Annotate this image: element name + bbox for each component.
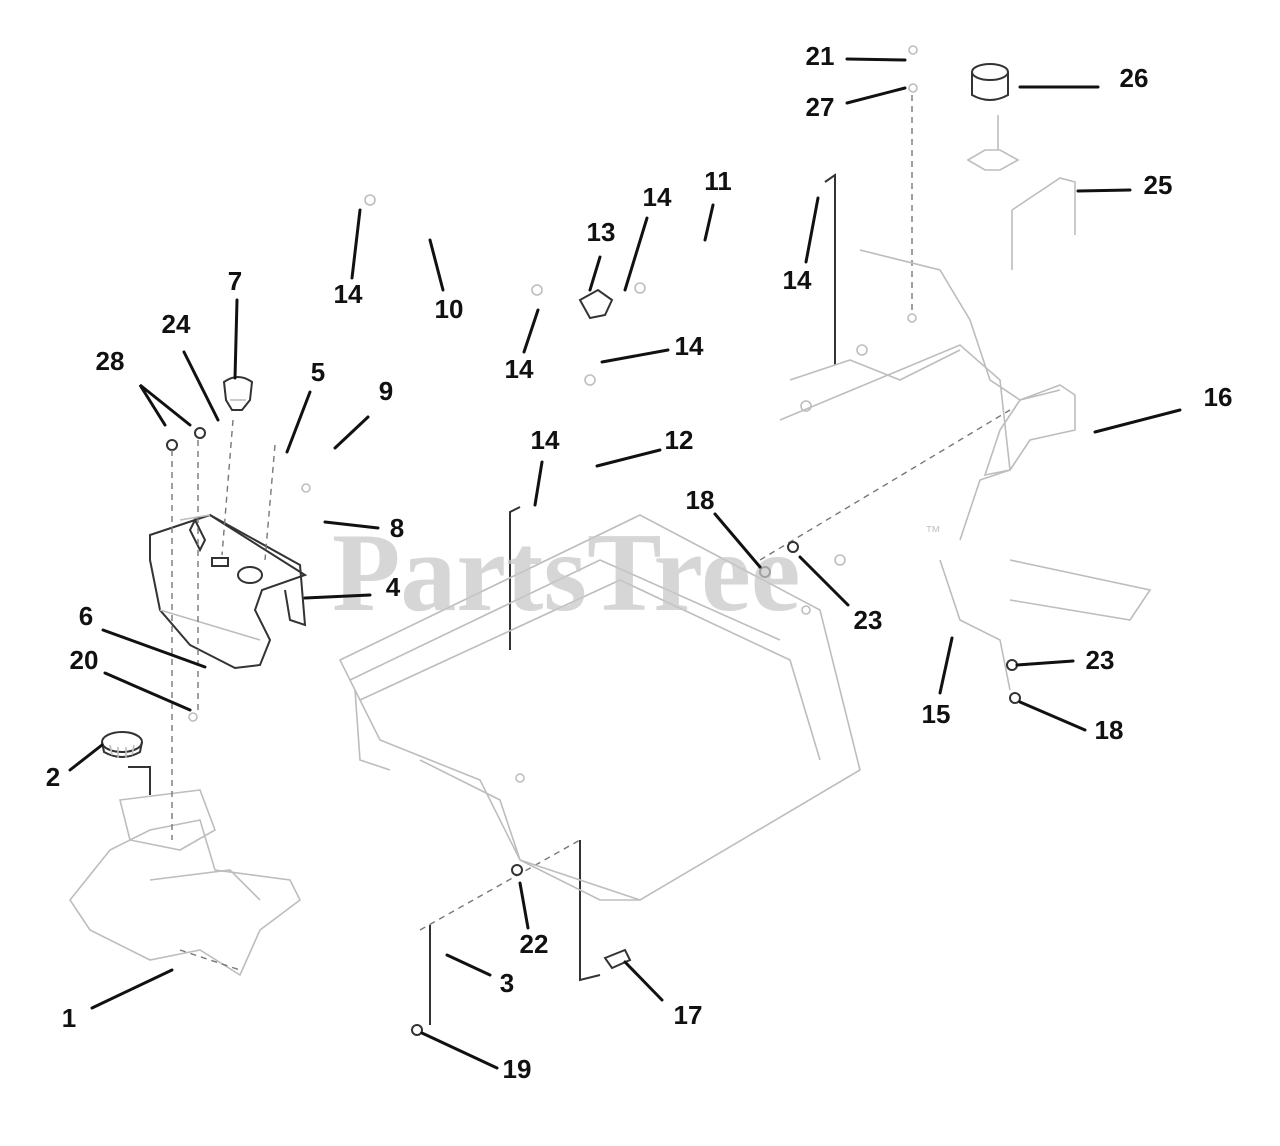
callout-3: 3 bbox=[500, 968, 514, 998]
watermark: PartsTree ™ bbox=[332, 511, 941, 635]
callout-2: 2 bbox=[46, 762, 60, 792]
callout-24: 24 bbox=[162, 309, 191, 339]
callout-17: 17 bbox=[674, 1000, 703, 1030]
callout-20: 20 bbox=[70, 645, 99, 675]
callout-13: 13 bbox=[587, 217, 616, 247]
fuel-cap-drawing bbox=[101, 731, 151, 795]
callout-14: 14 bbox=[505, 354, 534, 384]
callout-7: 7 bbox=[228, 266, 242, 296]
callout-23: 23 bbox=[1086, 645, 1115, 675]
callout-23: 23 bbox=[854, 605, 883, 635]
cover-drawing bbox=[966, 63, 1076, 270]
callout-11: 11 bbox=[704, 166, 732, 196]
hardware-center-drawing bbox=[364, 45, 918, 566]
hardware-lower-drawing bbox=[411, 541, 1021, 1036]
callout-1: 1 bbox=[62, 1003, 76, 1033]
callout-8: 8 bbox=[390, 513, 404, 543]
callout-19: 19 bbox=[503, 1054, 532, 1084]
callout-5: 5 bbox=[311, 357, 325, 387]
hardware-small-drawing bbox=[166, 427, 311, 722]
callout-16: 16 bbox=[1204, 382, 1233, 412]
callout-25: 25 bbox=[1144, 170, 1173, 200]
callout-14: 14 bbox=[334, 279, 363, 309]
callout-28: 28 bbox=[96, 346, 125, 376]
frame-drawing bbox=[338, 249, 1152, 901]
callout-10: 10 bbox=[435, 294, 464, 324]
callout-9: 9 bbox=[379, 376, 393, 406]
switch-drawing bbox=[222, 376, 254, 411]
fuel-tank-drawing bbox=[69, 789, 302, 977]
leader-lines bbox=[68, 57, 1182, 1070]
callout-12: 12 bbox=[665, 425, 694, 455]
callout-4: 4 bbox=[386, 572, 401, 602]
watermark-trademark: ™ bbox=[925, 524, 941, 541]
callout-18: 18 bbox=[686, 485, 715, 515]
console-panel-drawing bbox=[149, 513, 308, 670]
callout-15: 15 bbox=[922, 699, 951, 729]
callout-6: 6 bbox=[79, 601, 93, 631]
bracket-drawing bbox=[983, 384, 1076, 477]
callout-18: 18 bbox=[1095, 715, 1124, 745]
callout-21: 21 bbox=[806, 41, 835, 71]
callout-14: 14 bbox=[531, 425, 560, 455]
callout-14: 14 bbox=[783, 265, 812, 295]
callout-14: 14 bbox=[643, 182, 672, 212]
watermark-text: PartsTree bbox=[332, 511, 801, 635]
callout-numbers: 21 27 26 25 11 14 13 14 14 10 14 7 24 28… bbox=[46, 41, 1233, 1084]
callout-26: 26 bbox=[1120, 63, 1149, 93]
callout-14: 14 bbox=[675, 331, 704, 361]
parts-illustration bbox=[69, 45, 1152, 1036]
callout-22: 22 bbox=[520, 929, 549, 959]
callout-27: 27 bbox=[806, 92, 835, 122]
